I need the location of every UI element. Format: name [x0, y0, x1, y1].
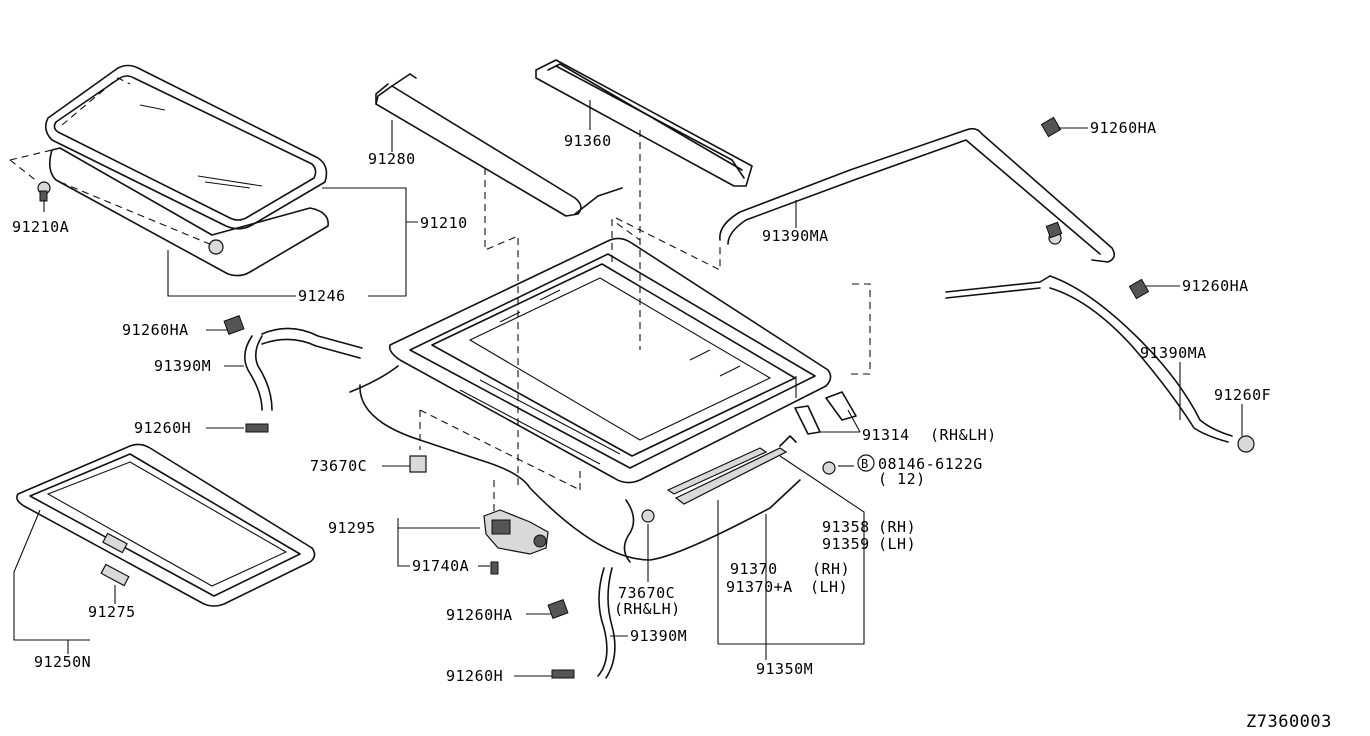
label-91260ha-left: 91260HA — [122, 321, 189, 339]
label-91390ma-right: 91390MA — [1140, 344, 1207, 362]
label-91260f: 91260F — [1214, 386, 1271, 404]
label-73670c-left: 73670C — [310, 457, 367, 475]
fastener-73670c — [409, 455, 427, 473]
label-91358-note: (RH) — [878, 518, 916, 536]
glass-lid-assembly — [9, 64, 329, 277]
part-labels: 91210A 91210 91246 91280 91360 91260HA 9… — [12, 119, 1332, 732]
label-91350m: 91350M — [756, 660, 813, 678]
leader-lines — [13, 100, 1243, 677]
label-91370a-note: (LH) — [810, 578, 848, 596]
label-91260ha-top: 91260HA — [1090, 119, 1157, 137]
label-91246: 91246 — [298, 287, 346, 305]
label-91250n: 91250N — [34, 653, 91, 671]
label-bolt-qty: ( 12) — [878, 470, 926, 488]
label-73670c-bottom-note: (RH&LH) — [614, 600, 681, 618]
label-91314: 91314 — [862, 426, 910, 444]
sunshade-assembly — [16, 443, 316, 607]
front-rail — [535, 59, 753, 350]
label-91390m-bottom: 91390M — [630, 627, 687, 645]
label-91260ha-bottom: 91260HA — [446, 606, 513, 624]
label-91210: 91210 — [420, 214, 468, 232]
side-rail-links — [666, 391, 857, 505]
sunroof-motor — [483, 480, 549, 575]
label-91370-note: (RH) — [812, 560, 850, 578]
drain-hose-front-bottom — [547, 567, 616, 679]
label-91260h-left: 91260H — [134, 419, 191, 437]
label-91275: 91275 — [88, 603, 136, 621]
sunroof-frame — [349, 218, 832, 563]
label-91260h-bottom: 91260H — [446, 667, 503, 685]
label-91359: 91359 — [822, 535, 870, 553]
label-91260ha-right: 91260HA — [1182, 277, 1249, 295]
label-91370: 91370 — [730, 560, 778, 578]
label-91359-note: (LH) — [878, 535, 916, 553]
label-73670c-bottom: 73670C — [618, 584, 675, 602]
wind-deflector — [375, 73, 623, 490]
label-91280: 91280 — [368, 150, 416, 168]
label-bolt-number: 08146-6122G — [878, 455, 983, 473]
label-91210a: 91210A — [12, 218, 69, 236]
label-91740a: 91740A — [412, 557, 469, 575]
label-91370a: 91370+A — [726, 578, 793, 596]
drain-hose-front-left — [223, 315, 363, 433]
label-91314-note: (RH&LH) — [930, 426, 997, 444]
fastener-73670c-bottom — [641, 509, 655, 523]
label-91360: 91360 — [564, 132, 612, 150]
label-bolt-symbol: B — [861, 457, 869, 471]
label-91390ma-top: 91390MA — [762, 227, 829, 245]
label-91390m-left: 91390M — [154, 357, 211, 375]
bolt-symbol-circle — [857, 454, 875, 472]
diagram-id: Z7360003 — [1246, 712, 1332, 732]
drain-hose-rear-right — [615, 116, 1255, 453]
label-91358: 91358 — [822, 518, 870, 536]
label-91295: 91295 — [328, 519, 376, 537]
